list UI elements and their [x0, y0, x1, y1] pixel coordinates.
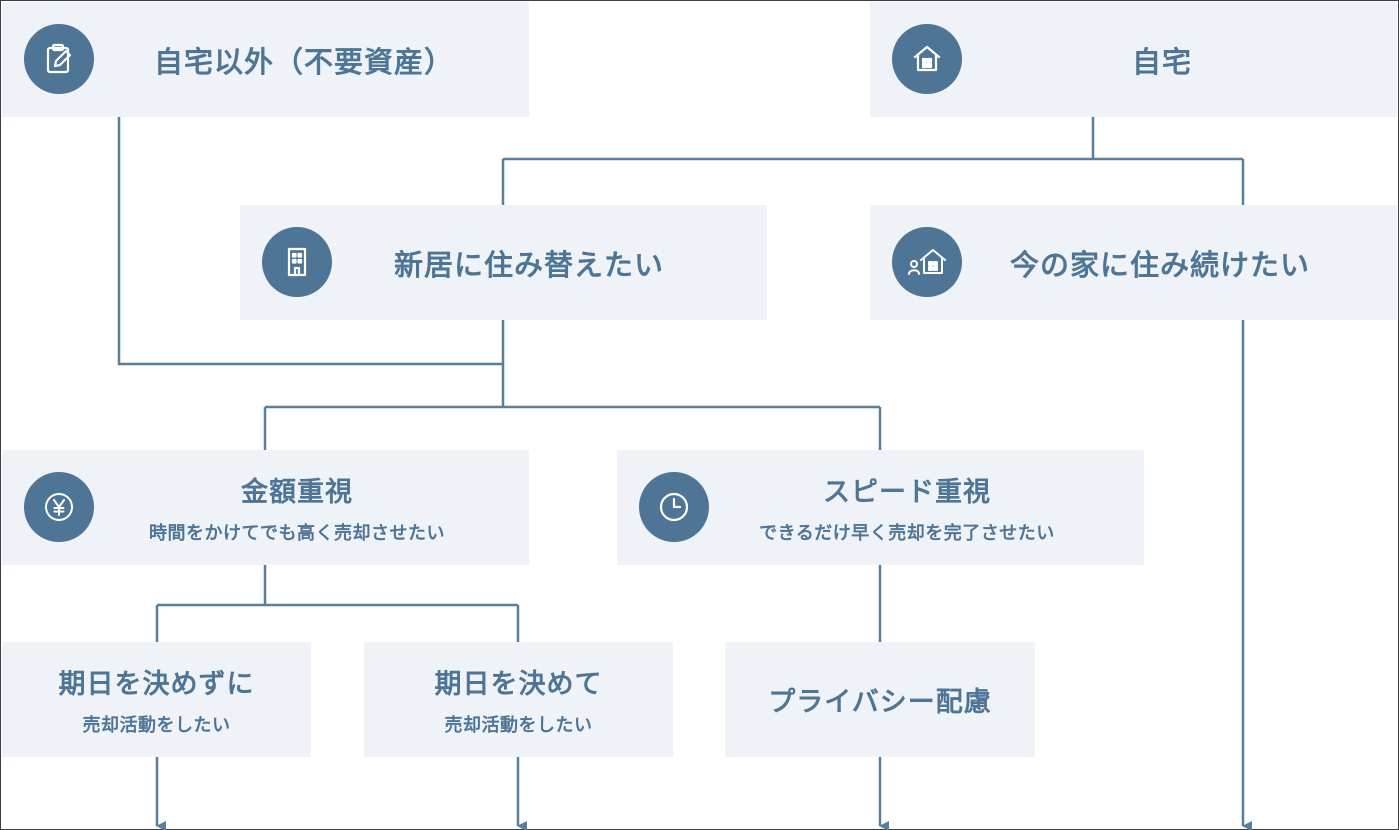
node-home: 自宅: [870, 2, 1397, 117]
building-icon: [262, 227, 332, 297]
yen-coin-icon: [24, 472, 94, 542]
node-relocate: 新居に住み替えたい: [240, 205, 767, 320]
node-stay-title: 今の家に住み続けたい: [1010, 247, 1311, 282]
node-other-assets: 自宅以外（不要資産）: [2, 2, 529, 117]
clipboard-edit-icon: [24, 24, 94, 94]
node-no-deadline-title: 期日を決めずに: [58, 669, 255, 700]
connector-other-assets: [117, 117, 503, 366]
connector-price-split: [155, 565, 520, 642]
node-price-priority-title: 金額重視: [241, 477, 353, 508]
node-home-title: 自宅: [1132, 44, 1193, 79]
node-privacy: プライバシー配慮: [725, 642, 1035, 757]
house-icon: [892, 24, 962, 94]
node-no-deadline: 期日を決めずに 売却活動をしたい: [2, 642, 311, 757]
node-speed-priority: スピード重視 できるだけ早く売却を完了させたい: [617, 450, 1144, 565]
house-with-person-icon: [892, 227, 962, 297]
connector-priority-split: [263, 405, 882, 450]
clock-icon: [639, 472, 709, 542]
node-price-priority-subtitle: 時間をかけてでも高く売却させたい: [149, 523, 445, 544]
node-with-deadline-subtitle: 売却活動をしたい: [444, 715, 593, 736]
node-with-deadline-title: 期日を決めて: [434, 669, 603, 700]
node-price-priority: 金額重視 時間をかけてでも高く売却させたい: [2, 450, 529, 565]
node-no-deadline-subtitle: 売却活動をしたい: [82, 715, 231, 736]
node-relocate-title: 新居に住み替えたい: [394, 247, 665, 282]
node-speed-priority-title: スピード重視: [823, 477, 991, 508]
node-other-assets-title: 自宅以外（不要資産）: [154, 44, 455, 79]
node-privacy-title: プライバシー配慮: [768, 687, 992, 718]
connector-home-split: [501, 117, 1245, 205]
node-stay: 今の家に住み続けたい: [870, 205, 1397, 320]
node-with-deadline: 期日を決めて 売却活動をしたい: [364, 642, 673, 757]
node-speed-priority-subtitle: できるだけ早く売却を完了させたい: [759, 523, 1055, 544]
